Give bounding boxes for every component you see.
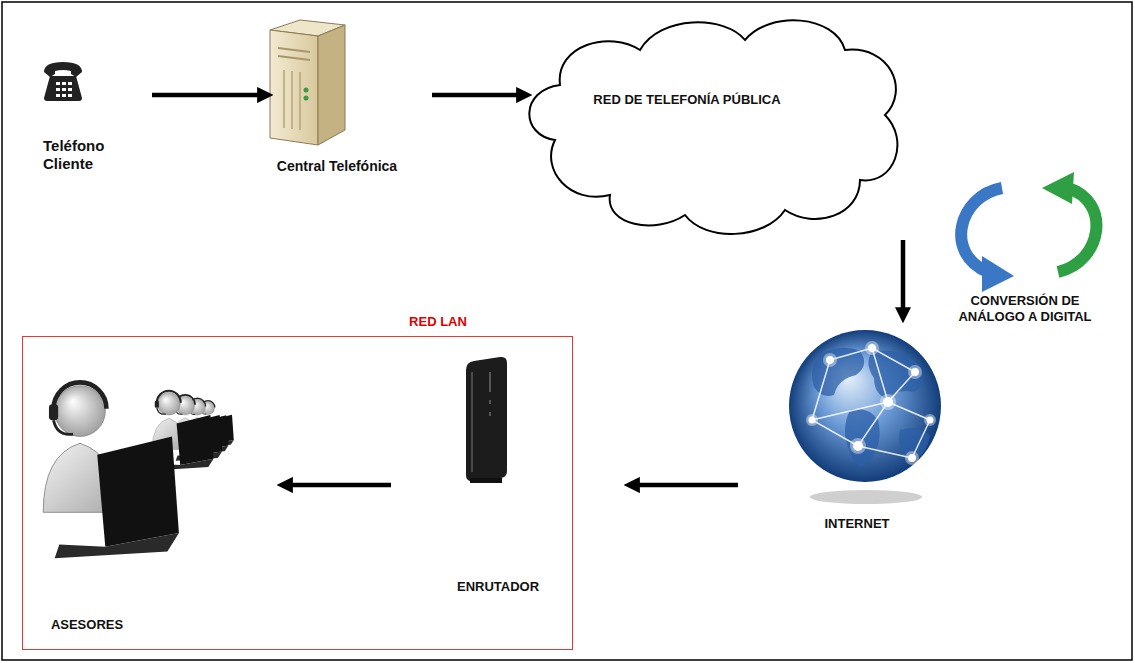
node-label: ENRUTADOR <box>457 579 539 595</box>
conversion-icon <box>961 172 1096 292</box>
router-icon <box>466 357 507 483</box>
node-label: RED DE TELEFONÍA PÚBLICA <box>593 92 780 108</box>
advisors: ASESORES <box>37 367 252 647</box>
internet-globe: INTERNET <box>785 318 945 540</box>
node-label: ASESORES <box>51 617 123 633</box>
conversion-note: CONVERSIÓN DE ANÁLOGO A DIGITAL <box>945 293 1105 324</box>
cloud-outline-path <box>529 20 897 234</box>
telephone-exchange: Central Telefónica <box>250 15 425 185</box>
router: ENRUTADOR <box>453 359 563 614</box>
node-label: Teléfono Cliente <box>43 137 133 173</box>
flow-arrow <box>635 483 738 488</box>
client-phone: Teléfono Cliente <box>38 55 142 185</box>
flow-arrow <box>152 93 262 98</box>
public-phone-network-cloud: RED DE TELEFONÍA PÚBLICA <box>515 10 910 242</box>
lan-region: RED LANENRUTADORASESORES <box>22 336 573 650</box>
flow-arrow <box>288 483 391 488</box>
phone-icon <box>44 62 82 101</box>
node-label: Central Telefónica <box>277 158 397 175</box>
flow-arrow <box>901 240 906 312</box>
server-icon <box>270 20 345 145</box>
node-label: RED LAN <box>409 314 467 330</box>
node-label: INTERNET <box>825 516 890 532</box>
globe-icon <box>789 330 941 504</box>
flow-arrow <box>432 93 521 98</box>
cloud-outline <box>515 10 910 242</box>
advisors-icon <box>43 382 234 558</box>
